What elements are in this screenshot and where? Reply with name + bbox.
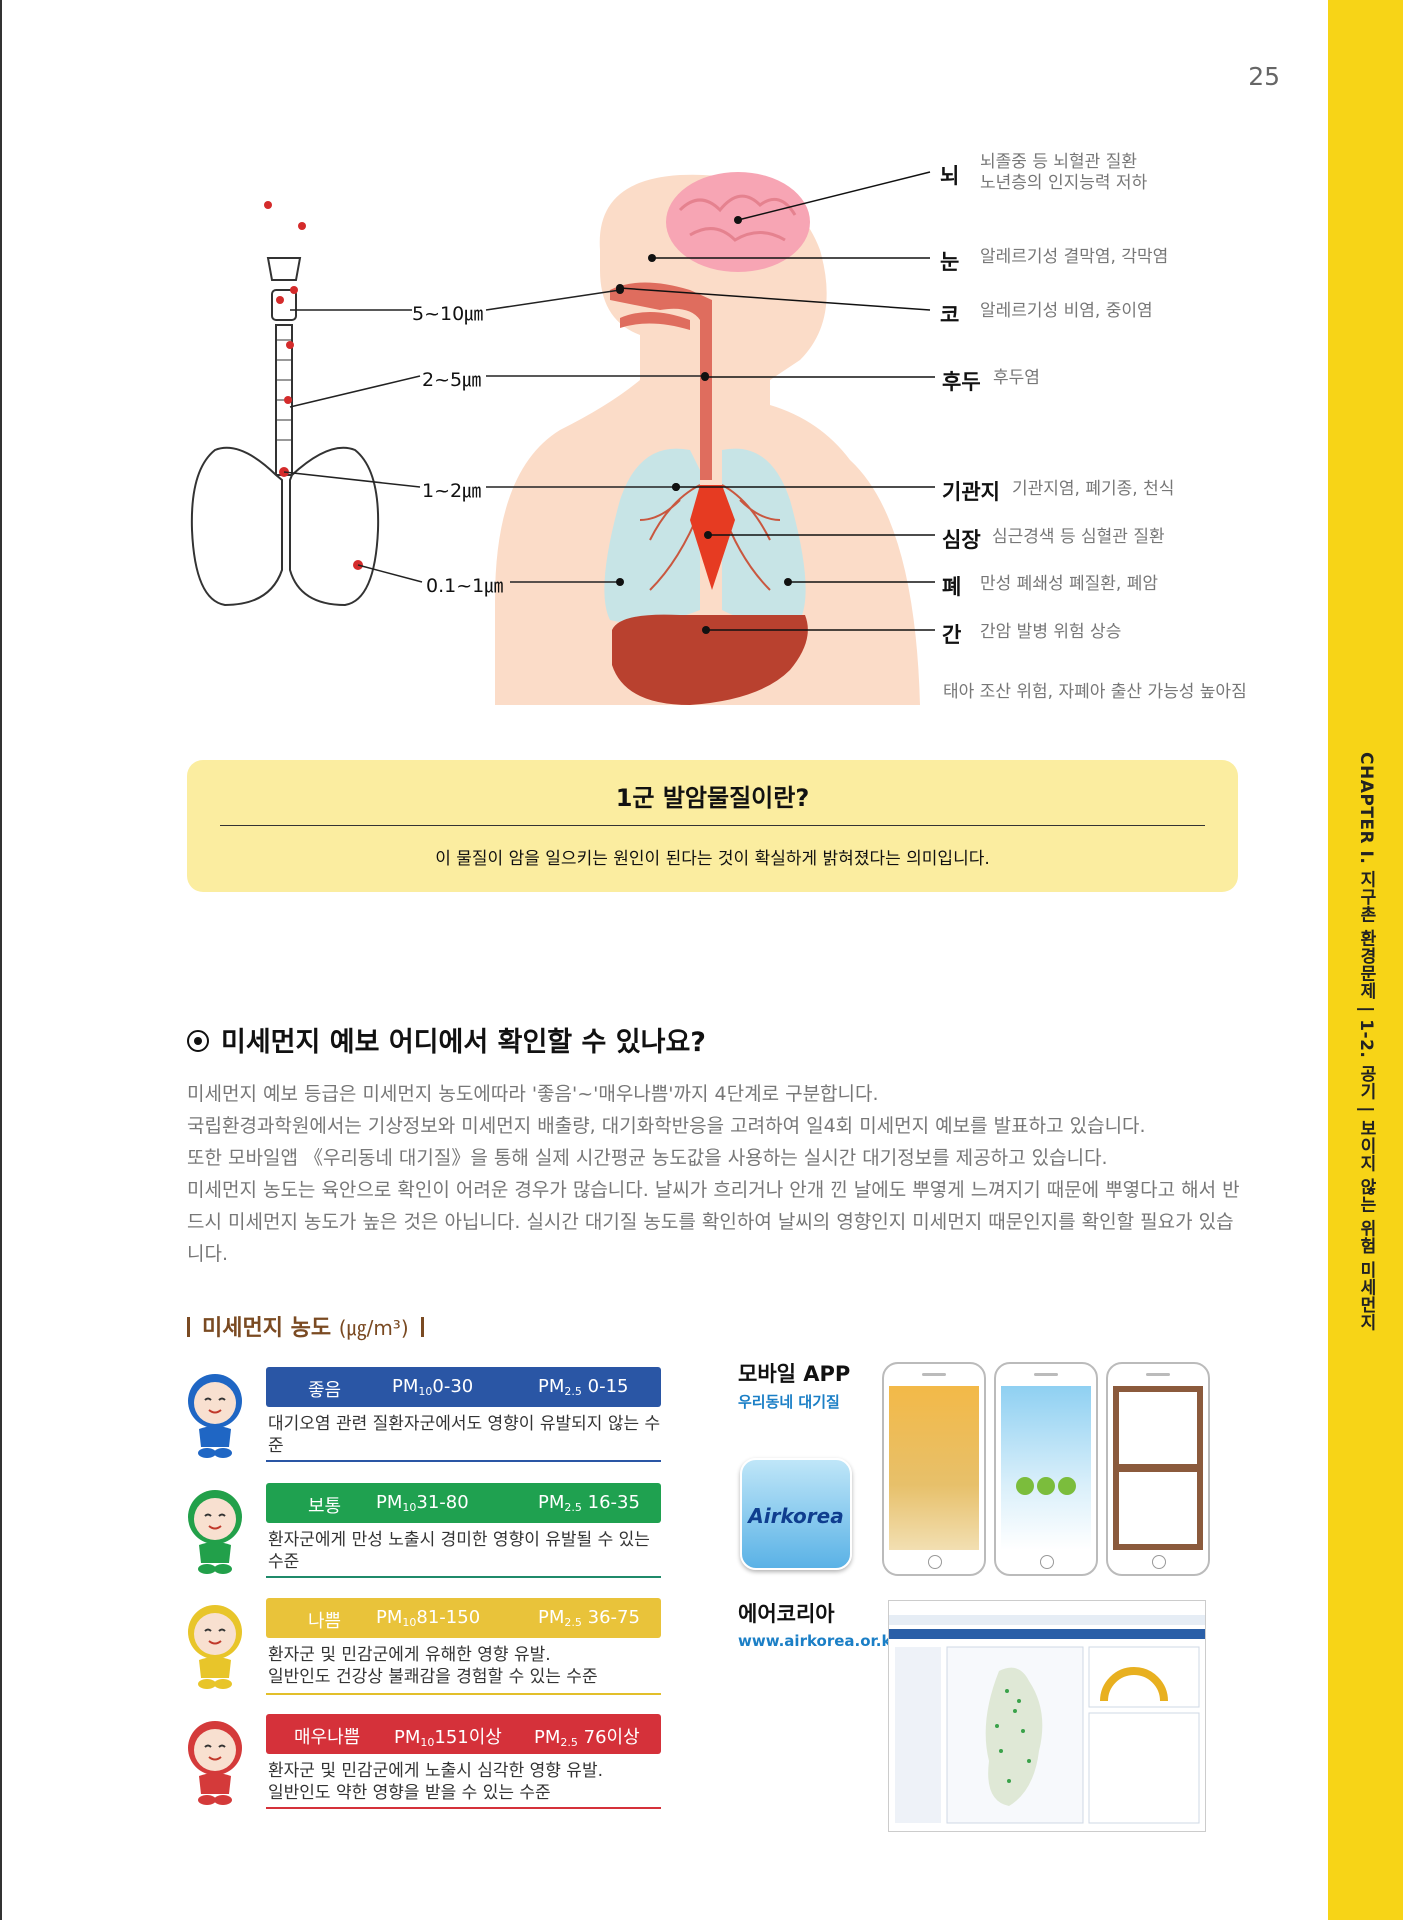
phone-screenshot (882, 1362, 986, 1576)
divider (266, 1576, 661, 1578)
info-box-title: 1군 발암물질이란? (615, 784, 810, 812)
organ-desc: 알레르기성 결막염, 각막염 (980, 247, 1169, 267)
grade-label: 보통 (308, 1496, 342, 1517)
particle-size-label: 5~10㎛ (412, 303, 484, 325)
paragraph-line: 또한 모바일앱 《우리동네 대기질》을 통해 실제 시간평균 농도값을 사용하는… (187, 1147, 1108, 1169)
airkorea-app-icon[interactable]: Airkorea (740, 1458, 852, 1570)
section-title: 미세먼지 예보 어디에서 확인할 수 있나요? (187, 1020, 706, 1059)
page-number: 25 (1248, 62, 1280, 91)
pm10-range: PM1031-80 (376, 1492, 469, 1514)
particle-size-label: 2~5㎛ (422, 369, 482, 391)
organ-name: 간 (942, 623, 962, 647)
grade-description: 환자군에게 만성 노출시 경미한 영향이 유발될 수 있는 수준 (268, 1530, 650, 1572)
grade-bar: 좋음 PM100-30 PM2.5 0-15 (266, 1367, 661, 1407)
airway (610, 282, 712, 480)
mascot-icon (188, 1605, 242, 1689)
organ-name: 폐 (942, 575, 962, 599)
liver (612, 614, 808, 705)
chapter-side-bar (1328, 0, 1403, 1920)
pm25-range: PM2.5 16-35 (538, 1492, 640, 1514)
grade-row: 좋음 PM100-30 PM2.5 0-15 대기오염 관련 질환자군에서도 영향이 … (185, 1367, 665, 1477)
chapter-label: CHAPTER I. 지구촌 환경문제 | 1-2. 공기 | 보이지 않는 위… (1356, 752, 1376, 1332)
mascot-icon (188, 1721, 242, 1805)
organ-name: 눈 (940, 250, 960, 274)
organ-name: 뇌 (940, 164, 960, 188)
organ-desc: 뇌졸중 등 뇌혈관 질환 노년층의 인지능력 저하 (980, 152, 1148, 193)
mobile-app-name: 우리동네 대기질 (738, 1393, 840, 1411)
organ-desc: 만성 폐쇄성 폐질환, 폐암 (980, 574, 1159, 594)
paragraph-line: 국립환경과학원에서는 기상정보와 미세먼지 배출량, 대기화학반응을 고려하여 … (187, 1115, 1146, 1137)
particle-health-diagram (190, 171, 935, 706)
divider (220, 825, 1205, 826)
body-paragraph: 미세먼지 예보 등급은 미세먼지 농도에따라 '좋음'~'매우나쁨'까지 4단계… (187, 1078, 1247, 1270)
pm10-range: PM1081-150 (376, 1607, 481, 1629)
website-title: 에어코리아 (738, 1602, 835, 1626)
mobile-app-title: 모바일 APP (738, 1362, 851, 1386)
organ-desc: 심근경색 등 심혈관 질환 (992, 527, 1165, 547)
divider (266, 1807, 661, 1809)
grade-description: 환자군 및 민감군에게 노출시 심각한 영향 유발. 일반인도 약한 영향을 받… (268, 1761, 603, 1803)
grade-bar: 보통 PM1031-80 PM2.5 16-35 (266, 1483, 661, 1523)
divider (266, 1693, 661, 1695)
organ-name: 후두 (942, 370, 981, 394)
grade-bar: 매우나쁨 PM10151이상 PM2.5 76이상 (266, 1714, 661, 1754)
divider (266, 1460, 661, 1462)
organ-name: 코 (940, 303, 960, 327)
organ-desc: 간암 발병 위험 상승 (980, 622, 1122, 642)
organ-name: 기관지 (942, 480, 1000, 504)
concentration-heading: 미세먼지 농도 (㎍/m³) (187, 1310, 436, 1342)
organ-name: 심장 (942, 528, 981, 552)
heart (690, 485, 735, 590)
particle-size-label: 0.1~1㎛ (426, 575, 504, 597)
info-box: 1군 발암물질이란? 이 물질이 암을 일으키는 원인이 된다는 것이 확실하게… (187, 760, 1238, 892)
pm25-range: PM2.5 76이상 (534, 1727, 640, 1749)
phone-screenshot (1106, 1362, 1210, 1576)
right-lung (722, 448, 806, 624)
grade-label: 매우나쁨 (294, 1727, 361, 1748)
organ-desc: 기관지염, 폐기종, 천식 (1012, 479, 1175, 499)
pm10-range: PM100-30 (392, 1376, 474, 1398)
pm25-range: PM2.5 0-15 (538, 1376, 629, 1398)
grade-row: 보통 PM1031-80 PM2.5 16-35 환자군에게 만성 노출시 경미한 영… (185, 1483, 665, 1593)
website-url[interactable]: www.airkorea.or.kr (738, 1632, 899, 1650)
organ-desc: 알레르기성 비염, 중이염 (980, 301, 1153, 321)
website-screenshot (888, 1600, 1206, 1832)
grade-bar: 나쁨 PM1081-150 PM2.5 36-75 (266, 1598, 661, 1638)
phone-screenshot (994, 1362, 1098, 1576)
page-border (0, 0, 2, 1920)
info-box-text: 이 물질이 암을 일으키는 원인이 된다는 것이 확실하게 밝혀졌다는 의미입니… (435, 849, 990, 869)
mascot-icon (188, 1374, 242, 1458)
organ-desc: 후두염 (993, 368, 1040, 388)
mascot-icon (188, 1490, 242, 1574)
grade-description: 대기오염 관련 질환자군에서도 영향이 유발되지 않는 수준 (268, 1414, 661, 1456)
particle-size-label: 1~2㎛ (422, 480, 482, 502)
grade-label: 나쁨 (308, 1611, 342, 1632)
target-bullet-icon (187, 1030, 209, 1052)
paragraph-line: 미세먼지 예보 등급은 미세먼지 농도에따라 '좋음'~'매우나쁨'까지 4단계… (187, 1083, 879, 1105)
grade-row: 나쁨 PM1081-150 PM2.5 36-75 환자군 및 민감군에게 유해한 영… (185, 1598, 665, 1708)
fetal-note: 태아 조산 위험, 자폐아 출산 가능성 높아짐 (943, 682, 1247, 702)
paragraph-line: 미세먼지 농도는 육안으로 확인이 어려운 경우가 많습니다. 날씨가 흐리거나… (187, 1179, 1240, 1265)
pm25-range: PM2.5 36-75 (538, 1607, 640, 1629)
pm10-range: PM10151이상 (394, 1727, 502, 1749)
grade-label: 좋음 (308, 1380, 342, 1401)
grade-description: 환자군 및 민감군에게 유해한 영향 유발. 일반인도 건강상 불쾌감을 경험할… (268, 1645, 598, 1687)
